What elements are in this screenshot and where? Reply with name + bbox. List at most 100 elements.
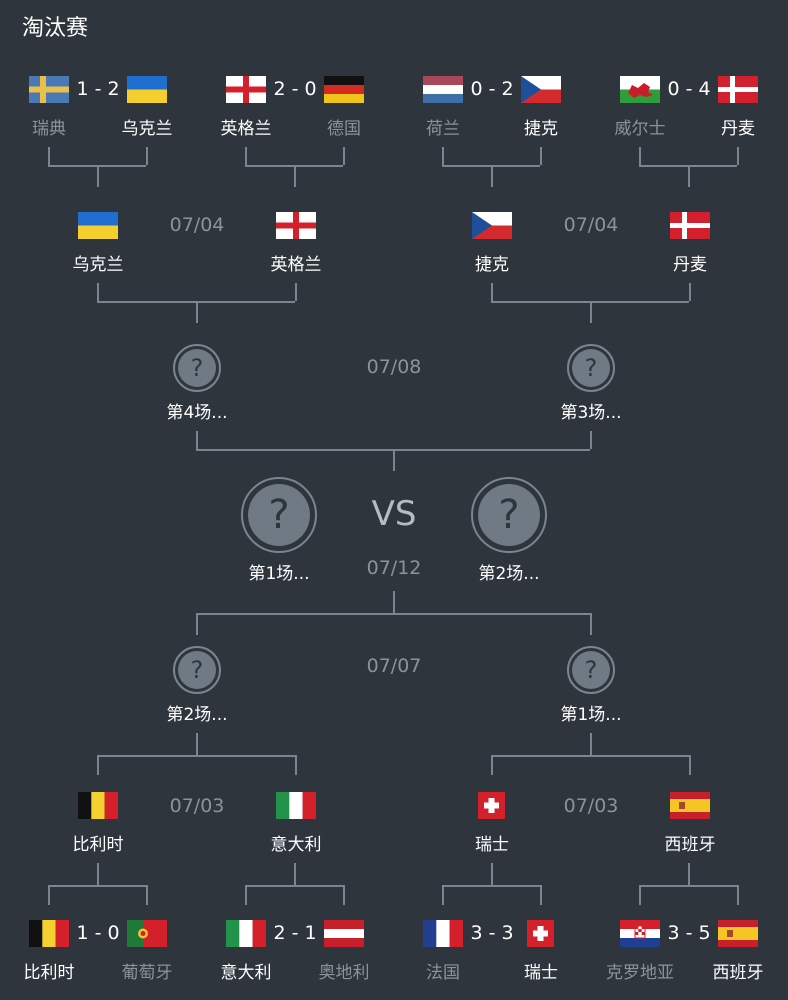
bracket-connector-line [196,431,198,449]
belgium-flag-icon [78,791,118,819]
bracket-connector-line [491,863,493,885]
italy-flag-icon [276,791,316,819]
match-score: 1 - 0 [76,922,120,944]
match-score: 2 - 1 [273,922,317,944]
team-name: 比利时 [23,963,75,983]
bracket-connector-line [590,431,592,449]
spain-flag-icon [718,919,758,947]
tbd-label: 第2场... [478,564,540,584]
team-name: 意大利 [220,963,272,983]
bracket-connector-line [689,755,691,775]
bracket-connector-line [245,885,343,887]
team-name: 西班牙 [664,835,716,855]
bracket-connector-line [97,863,99,885]
match-date: 07/12 [366,557,422,579]
team-name: 西班牙 [712,963,764,983]
question-mark-icon: ? [248,484,310,546]
bracket-connector-line [393,591,395,613]
ukraine-flag-icon [127,75,167,103]
bracket-connector-line [146,147,148,165]
czech-flag-icon [472,211,512,239]
tbd-placeholder-icon: ? [173,344,221,392]
match-date: 07/04 [563,214,619,236]
match-score: 3 - 5 [667,922,711,944]
bracket-connector-line [196,613,198,635]
team-name: 荷兰 [426,119,460,139]
england-flag-icon [276,211,316,239]
team-name: 德国 [327,119,361,139]
bracket-connector-line [590,733,592,755]
bracket-connector-line [540,885,542,905]
bracket-connector-line [294,165,296,187]
bracket-connector-line [196,733,198,755]
germany-flag-icon [324,75,364,103]
team-name: 威尔士 [614,119,666,139]
tbd-placeholder-icon: ? [241,477,317,553]
tbd-placeholder-icon: ? [567,344,615,392]
match-score: 2 - 0 [273,78,317,100]
bracket-connector-line [442,147,444,165]
tbd-label: 第4场... [166,403,228,423]
match-date: 07/04 [169,214,225,236]
bracket-connector-line [639,885,737,887]
team-name: 英格兰 [270,255,322,275]
bracket-connector-line [146,885,148,905]
bracket-connector-line [491,755,493,775]
bracket-connector-line [590,301,592,323]
team-name: 克罗地亚 [606,963,674,983]
czech-flag-icon [521,75,561,103]
team-name: 捷克 [475,255,509,275]
match-score: 1 - 2 [76,78,120,100]
spain-flag-icon [670,791,710,819]
team-name: 英格兰 [220,119,272,139]
question-mark-icon: ? [478,484,540,546]
tbd-placeholder-icon: ? [567,646,615,694]
question-mark-icon: ? [572,651,610,689]
wales-flag-icon [620,75,660,103]
page-title: 淘汰赛 [22,16,89,41]
team-name: 丹麦 [721,119,755,139]
match-date: 07/07 [366,655,422,677]
belgium-flag-icon [29,919,69,947]
team-name: 瑞士 [475,835,509,855]
italy-flag-icon [226,919,266,947]
bracket-connector-line [245,147,247,165]
tbd-label: 第2场... [166,705,228,725]
team-name: 捷克 [524,119,558,139]
question-mark-icon: ? [572,349,610,387]
bracket-connector-line [491,165,493,187]
croatia-flag-icon [620,919,660,947]
bracket-connector-line [688,863,690,885]
team-name: 瑞士 [524,963,558,983]
team-name: 法国 [426,963,460,983]
question-mark-icon: ? [178,651,216,689]
bracket-connector-line [48,147,50,165]
bracket-connector-line [97,283,99,301]
bracket-connector-line [294,863,296,885]
team-name: 乌克兰 [72,255,124,275]
tbd-placeholder-icon: ? [173,646,221,694]
ukraine-flag-icon [78,211,118,239]
bracket-connector-line [442,885,540,887]
netherlands-flag-icon [423,75,463,103]
bracket-connector-line [343,147,345,165]
tbd-label: 第1场... [248,564,310,584]
bracket-connector-line [295,755,297,775]
sweden-flag-icon [29,75,69,103]
denmark-flag-icon [670,211,710,239]
bracket-connector-line [737,885,739,905]
bracket-connector-line [491,755,689,757]
bracket-connector-line [97,165,99,187]
match-score: 0 - 4 [667,78,711,100]
bracket-connector-line [97,755,99,775]
bracket-connector-line [737,147,739,165]
bracket-connector-line [343,885,345,905]
austria-flag-icon [324,919,364,947]
team-name: 丹麦 [673,255,707,275]
bracket-connector-line [590,613,592,635]
match-date: 07/08 [366,356,422,378]
bracket-connector-line [196,301,198,323]
portugal-flag-icon [127,919,167,947]
bracket-connector-line [540,147,542,165]
